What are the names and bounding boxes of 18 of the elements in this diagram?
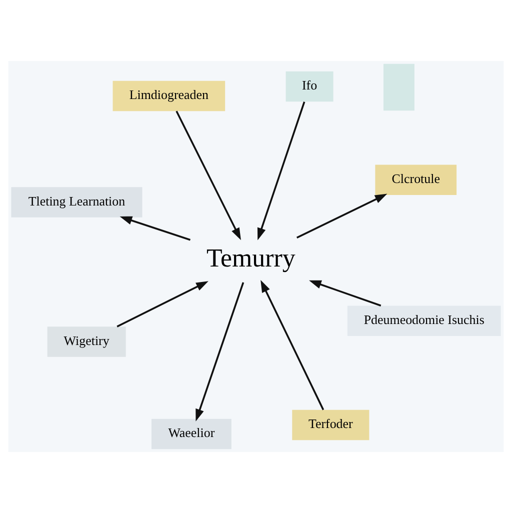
arrow: [257, 101, 306, 240]
node-box: Tleting Learnation: [11, 186, 142, 217]
arrow: [296, 193, 388, 238]
arrow: [120, 216, 191, 240]
node-box: [383, 63, 414, 110]
arrow: [309, 280, 382, 306]
node-box: Terfoder: [292, 409, 370, 440]
arrow: [116, 280, 208, 327]
node-box: Pdeumeodomie Isuchis: [347, 305, 501, 336]
node-box: Waeelior: [151, 418, 232, 449]
arrow: [260, 280, 324, 410]
node-box: Limdiogreaden: [112, 80, 226, 111]
node-box: Clcrotule: [375, 164, 457, 194]
arrow: [196, 282, 244, 421]
node-box: Wigetiry: [47, 326, 126, 356]
arrow: [176, 110, 241, 240]
node-box: Ifo: [286, 70, 334, 102]
node-text: Temurry: [206, 242, 296, 272]
